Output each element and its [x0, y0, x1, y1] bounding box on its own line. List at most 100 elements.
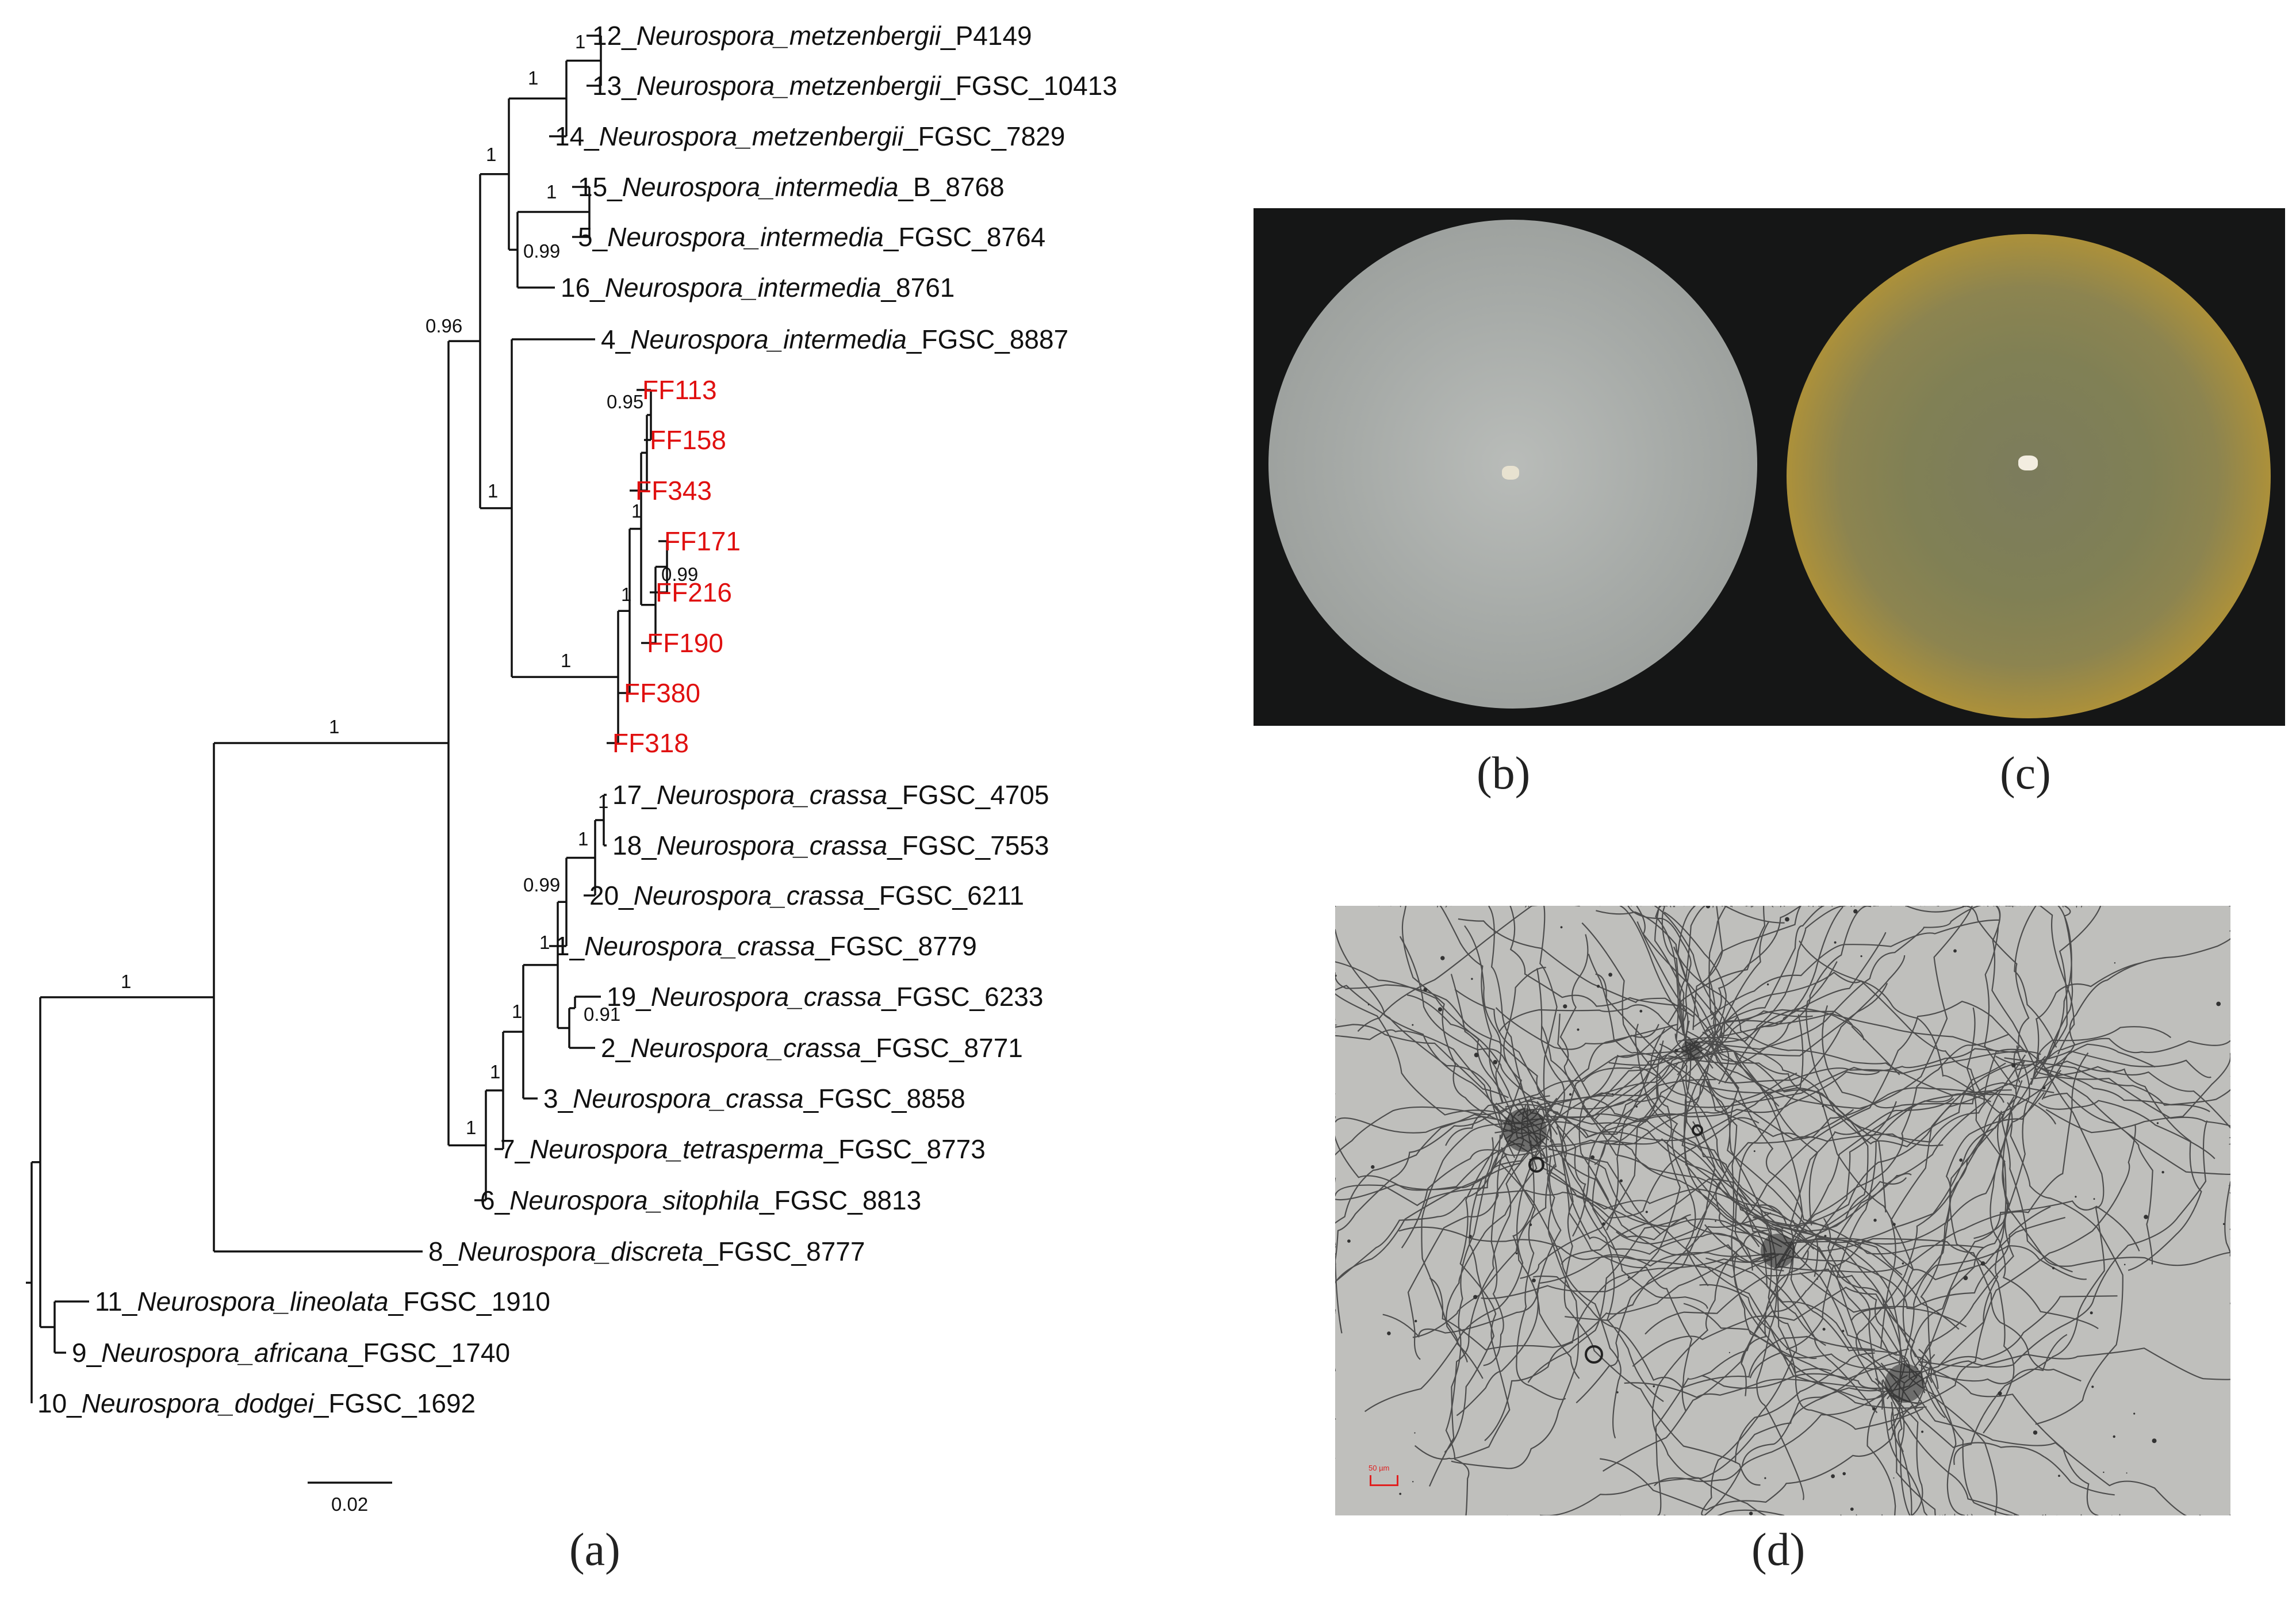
support-value: 0.99: [661, 564, 698, 585]
leaf-label-species: Neurospora_intermedia: [622, 172, 899, 202]
panel-label-c: (c): [2000, 748, 2051, 799]
phylogenetic-tree: 12_Neurospora_metzenbergii_P414913_Neuro…: [26, 21, 1117, 1515]
leaf-label: FF343: [635, 476, 712, 506]
support-value: 1: [621, 584, 631, 605]
inoculum-spot: [2018, 455, 2038, 470]
leaf-label-suffix: _FGSC_8858: [803, 1084, 965, 1113]
leaf-label-prefix: 15_: [578, 172, 623, 202]
leaf-label: 4_Neurospora_intermedia_FGSC_8887: [601, 324, 1068, 354]
leaf-label: FF216: [656, 577, 732, 607]
leaf-label: FF171: [664, 526, 741, 556]
leaf-label-prefix: 3_: [543, 1084, 574, 1113]
leaf-label-prefix: 2_: [601, 1033, 631, 1063]
leaf-label-suffix: _FGSC_6233: [881, 982, 1043, 1012]
leaf-label-prefix: 8_: [428, 1237, 459, 1266]
leaf-label: FF318: [612, 728, 689, 758]
support-value: 1: [631, 500, 642, 522]
leaf-label-prefix: 5_: [578, 222, 608, 252]
scale-bar-label: 0.02: [331, 1494, 368, 1515]
leaf-label-suffix: _P4149: [940, 21, 1032, 51]
leaf-label: 7_Neurospora_tetrasperma_FGSC_8773: [500, 1134, 986, 1164]
petri-dish-white-icon: [1268, 220, 1757, 709]
leaf-label-prefix: 14_: [555, 121, 600, 151]
leaf-label: 13_Neurospora_metzenbergii_FGSC_10413: [592, 71, 1117, 101]
leaf-label-prefix: 9_: [72, 1338, 102, 1368]
leaf-label: 12_Neurospora_metzenbergii_P4149: [592, 21, 1032, 51]
leaf-label-suffix: _FGSC_1740: [348, 1338, 510, 1368]
leaf-label-species: Neurospora_sitophila: [509, 1185, 760, 1215]
leaf-label-prefix: 13_: [592, 71, 637, 101]
leaf-label: FF158: [650, 425, 726, 455]
leaf-label-suffix: _FGSC_4705: [887, 780, 1049, 810]
support-value: 1: [528, 67, 538, 89]
leaf-label-suffix: _FGSC_6211: [864, 881, 1024, 910]
panel-label-a: (a): [569, 1525, 620, 1575]
leaf-label-prefix: 7_: [500, 1134, 531, 1164]
leaf-label-prefix: 4_: [601, 324, 631, 354]
support-value: 1: [512, 1001, 522, 1022]
leaf-label-species: Neurospora_dodgei: [82, 1388, 315, 1418]
leaf-label-suffix: _FGSC_8771: [861, 1033, 1023, 1063]
leaf-label-species: Neurospora_crassa: [651, 982, 881, 1012]
support-value: 1: [488, 480, 498, 502]
leaf-label-suffix: _FGSC_8773: [823, 1134, 986, 1164]
leaf-label-suffix: _FGSC_1910: [388, 1287, 550, 1316]
leaf-label-prefix: 11_: [95, 1287, 138, 1316]
support-value: 0.99: [523, 240, 560, 262]
leaf-label-prefix: 16_: [561, 273, 605, 303]
leaf-label: 1_Neurospora_crassa_FGSC_8779: [555, 931, 977, 961]
leaf-label-suffix: _FGSC_8779: [815, 931, 977, 961]
leaf-label-species: Neurospora_metzenbergii: [637, 71, 942, 101]
support-value: 1: [466, 1117, 476, 1138]
leaf-label-species: Neurospora_intermedia: [607, 222, 884, 252]
inoculum-spot: [1502, 466, 1519, 480]
leaf-label-species: Neurospora_africana: [101, 1338, 348, 1368]
leaf-label-species: Neurospora_discreta: [458, 1237, 703, 1266]
support-value: 1: [575, 31, 585, 52]
photo-d-micrograph: 50 µm: [1335, 906, 2230, 1515]
leaf-label: 10_Neurospora_dodgei_FGSC_1692: [37, 1388, 476, 1418]
leaf-label-species: Neurospora_intermedia: [605, 273, 881, 303]
leaf-label-suffix: _FGSC_8764: [883, 222, 1045, 252]
leaf-label: 9_Neurospora_africana_FGSC_1740: [72, 1338, 510, 1368]
support-value: 0.99: [523, 874, 560, 895]
leaf-label-species: Neurospora_metzenbergii: [599, 121, 904, 151]
leaf-label-prefix: FF380: [624, 678, 700, 708]
leaf-label-species: Neurospora_crassa: [657, 780, 887, 810]
leaf-label-species: Neurospora_metzenbergii: [637, 21, 942, 51]
leaf-label-species: Neurospora_crassa: [634, 881, 864, 910]
petri-dish-orange-icon: [1787, 234, 2271, 718]
panel-label-d: (d): [1751, 1525, 1806, 1575]
support-value: 0.96: [426, 315, 462, 336]
leaf-label-prefix: 17_: [612, 780, 657, 810]
leaf-label: 19_Neurospora_crassa_FGSC_6233: [607, 982, 1043, 1012]
leaf-label-suffix: _FGSC_7553: [887, 830, 1049, 860]
leaf-label-species: Neurospora_crassa: [573, 1084, 803, 1113]
leaf-label-prefix: 1_: [555, 931, 585, 961]
support-value: 0.95: [607, 391, 643, 412]
leaf-label-prefix: FF190: [647, 628, 723, 658]
leaf-label: 3_Neurospora_crassa_FGSC_8858: [543, 1084, 965, 1113]
leaf-label: 18_Neurospora_crassa_FGSC_7553: [612, 830, 1049, 860]
support-value: 1: [490, 1061, 500, 1082]
leaf-label-prefix: 18_: [612, 830, 657, 860]
leaf-label-suffix: _FGSC_1692: [313, 1388, 476, 1418]
support-value: 1: [598, 791, 608, 812]
photo-b: [1254, 208, 1769, 726]
leaf-label-prefix: 6_: [480, 1185, 511, 1215]
leaf-label-species: Neurospora_lineolata: [137, 1287, 388, 1316]
leaf-label-suffix: _8761: [880, 273, 955, 303]
leaf-label: 11_Neurospora_lineolata_FGSC_1910: [95, 1287, 550, 1316]
hyphae-drawing: [1335, 906, 2230, 1515]
support-value: 0.91: [584, 1004, 620, 1025]
support-value: 1: [329, 716, 339, 737]
photo-c: [1769, 208, 2285, 726]
scale-label: 50 µm: [1369, 1464, 1390, 1472]
support-value: 1: [546, 181, 557, 202]
leaf-label: 14_Neurospora_metzenbergii_FGSC_7829: [555, 121, 1065, 151]
leaf-label: FF380: [624, 678, 700, 708]
leaf-label-prefix: FF113: [642, 375, 717, 405]
leaf-label-suffix: _FGSC_7829: [903, 121, 1065, 151]
scale-marker: [1370, 1475, 1398, 1486]
